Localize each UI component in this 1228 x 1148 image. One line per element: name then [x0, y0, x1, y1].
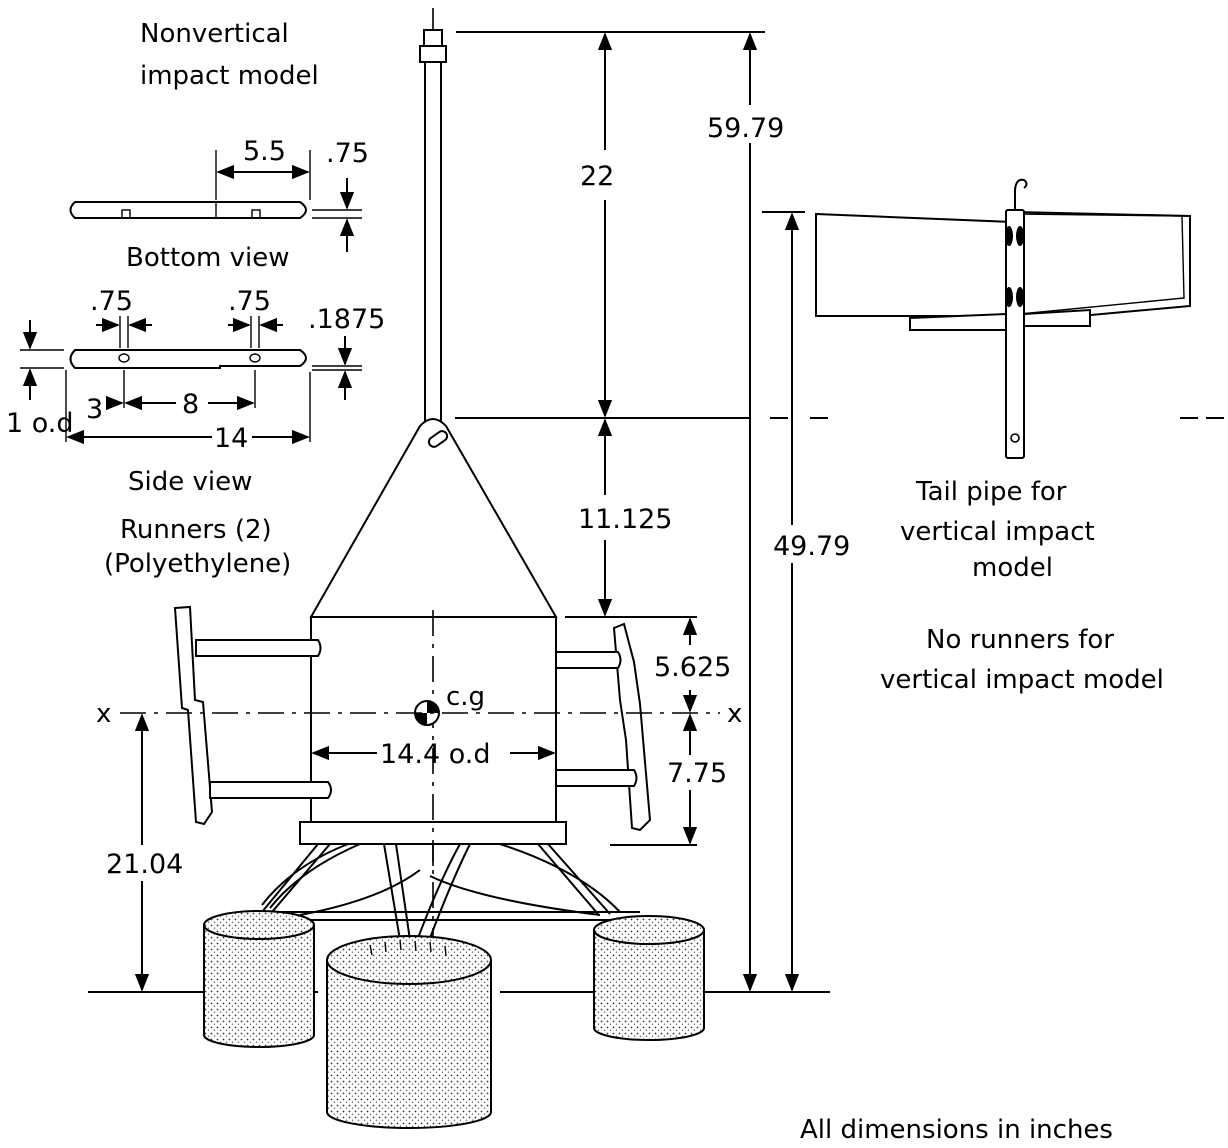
dim-2104-mask: [102, 845, 187, 881]
tail-pipe-detail: [815, 209, 1191, 459]
label-bottom-view: Bottom view: [126, 243, 290, 273]
dim-775: 7.75: [667, 758, 727, 789]
label-tailpipe-line3: model: [972, 553, 1053, 583]
cg-label: c.g: [446, 682, 485, 712]
runner-bottom-view: [69, 150, 362, 219]
float-left: [203, 910, 315, 1048]
dim-5625: 5.625: [654, 652, 731, 683]
cg-symbol-icon: [414, 700, 440, 726]
dim-5979-mask: [700, 105, 800, 143]
label-side-view: Side view: [128, 467, 252, 497]
dim-side-step: .1875: [308, 304, 385, 335]
label-norunners-line2: vertical impact model: [880, 665, 1164, 695]
dim-5979: 59.79: [707, 113, 784, 144]
extension-lines: [455, 31, 1228, 846]
units-note: All dimensions in inches: [800, 1115, 1113, 1143]
label-norunners-line1: No runners for: [926, 625, 1114, 655]
runner-side-view: [20, 316, 362, 442]
dim-side-spacing: 8: [182, 389, 199, 420]
label-runners-line2: (Polyethylene): [104, 549, 291, 579]
dim-bottom-thickness: .75: [326, 138, 369, 169]
axis-label-left: x: [96, 699, 111, 729]
runner-right: [555, 622, 652, 832]
dim-2104: 21.04: [106, 849, 183, 880]
dim-side-hole-b: .75: [228, 286, 271, 317]
cone: [309, 418, 558, 618]
label-tailpipe-line2: vertical impact: [900, 517, 1095, 547]
dim-22: 22: [580, 161, 614, 192]
axis-label-right: x: [727, 699, 742, 729]
dim-side-hole-a: .75: [90, 286, 133, 317]
float-right: [593, 915, 705, 1041]
label-tailpipe-line1: Tail pipe for: [915, 477, 1067, 507]
title-nonvertical-line2: impact model: [140, 61, 319, 91]
landing-struts: [261, 843, 640, 941]
dim-4979: 49.79: [773, 531, 850, 562]
dim-side-offset: 3: [86, 394, 103, 425]
dim-diameter: 14.4 o.d: [380, 739, 490, 770]
dim-4979-mask: [770, 525, 855, 563]
label-runners-line1: Runners (2): [120, 515, 272, 545]
dim-11125: 11.125: [578, 504, 672, 535]
float-center: [326, 935, 492, 1129]
tail-pipe: [419, 29, 447, 425]
dim-side-length: 14: [214, 423, 248, 454]
hook-icon: [1014, 178, 1028, 210]
dim-side-od: 1 o.d: [6, 408, 74, 439]
dim-bottom-span: 5.5: [243, 136, 286, 167]
title-nonvertical-line1: Nonvertical: [140, 19, 289, 49]
runner-left: [173, 605, 332, 826]
